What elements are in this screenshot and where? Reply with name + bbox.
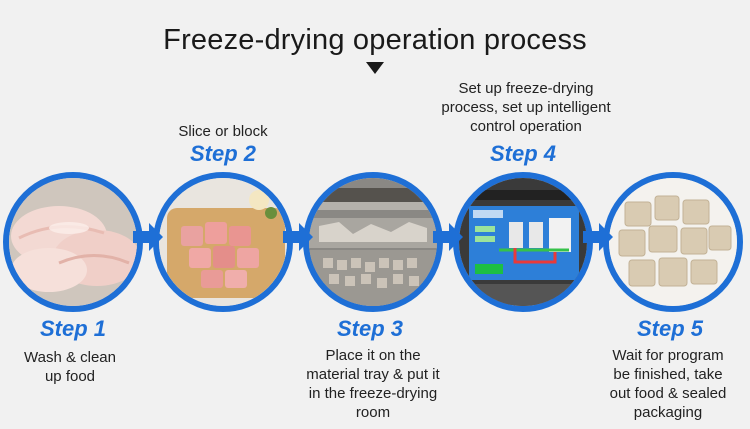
next-arrow-icon xyxy=(133,223,163,251)
step-2-label: Step 2 xyxy=(189,141,257,166)
step-1-description: Wash & clean up food xyxy=(24,349,116,385)
step-3-label: Step 3 xyxy=(336,316,404,341)
step-1-label: Step 1 xyxy=(39,316,107,341)
step-2-image-cubed-meat xyxy=(153,172,293,312)
step-2-description: Slice or block xyxy=(178,123,268,140)
down-arrow-icon xyxy=(366,62,384,74)
step-5-description: Wait for program be finished, take out f… xyxy=(609,347,727,421)
step-4-description: Set up freeze-drying process, set up int… xyxy=(441,80,611,135)
next-arrow-icon xyxy=(433,223,463,251)
step-5-label: Step 5 xyxy=(636,316,704,341)
step-5-image-dried-cubes xyxy=(603,172,743,312)
page-title: Freeze-drying operation process xyxy=(163,24,587,56)
step-4-image-control-panel xyxy=(453,172,593,312)
next-arrow-icon xyxy=(283,223,313,251)
next-arrow-icon xyxy=(583,223,613,251)
step-3-image-material-trays xyxy=(303,172,443,312)
step-3-description: Place it on the material tray & put it i… xyxy=(306,347,440,421)
step-4-label: Step 4 xyxy=(489,141,557,166)
step-1-image-raw-chicken xyxy=(3,172,143,312)
